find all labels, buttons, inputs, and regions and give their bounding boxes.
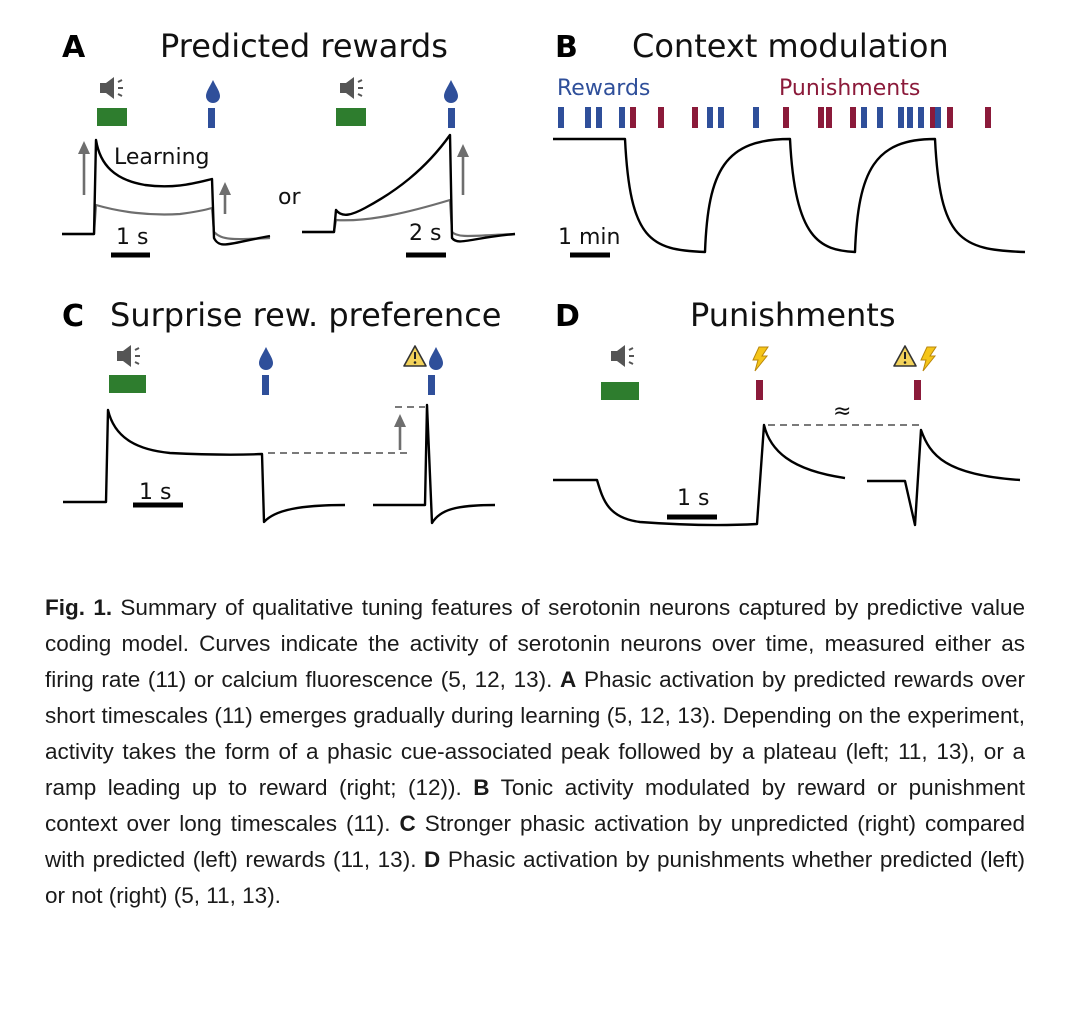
caption-d-label: D [424,847,441,872]
reward-tick [877,107,883,128]
learning-label: Learning [114,145,210,170]
panel-d-title: Punishments [690,296,896,334]
water-drop-icon [259,347,273,370]
event-ticks [558,107,991,128]
lightning-icon [920,346,937,372]
punishments-label: Punishments [779,76,920,101]
speaker-icon [116,344,141,368]
or-label: or [278,185,301,210]
unpredicted-punishment-trace [867,428,1021,527]
water-drop-icon [429,347,443,370]
water-drop-icon [206,80,220,103]
reward-tick [428,375,435,395]
reward-tick [262,375,269,395]
speaker-icon [610,344,635,368]
reward-tick [619,107,625,128]
caption-b-text: Tonic activity modulated by reward or pu… [45,775,1025,836]
speaker-icon [339,76,364,100]
reward-tick [898,107,904,128]
context-trace [553,137,1026,254]
panel-a-title: Predicted rewards [160,27,448,65]
caption-b-label: B [473,775,490,800]
reward-tick [935,107,941,128]
reward-tick [448,108,455,128]
reward-tick [707,107,713,128]
scale-label: 1 s [139,480,171,505]
punishment-tick [947,107,953,128]
warning-icon [403,345,427,367]
punishment-tick [850,107,856,128]
panel-b: B Context modulation Rewards Punishments… [553,27,1026,258]
cue-bar [109,375,146,393]
trace-learned [302,133,516,243]
punishment-tick [783,107,789,128]
punishment-tick [826,107,832,128]
cue-bar [97,108,127,126]
up-arrow-head [394,414,406,427]
panel-c-title: Surprise rew. preference [110,296,501,334]
punishment-tick [930,107,936,128]
caption-fig-label: Fig. 1. [45,595,113,620]
approx-symbol: ≈ [833,399,851,424]
reward-tick [208,108,215,128]
caption-intro: Summary of qualitative tuning features o… [45,595,1025,692]
speaker-icon [99,76,124,100]
caption-c-text: Stronger phasic activation by unpredicte… [45,811,1026,872]
panel-a: A Predicted rewards Learning 1 s or 2 s [62,27,516,258]
reward-tick [907,107,913,128]
reward-tick [596,107,602,128]
scale-label: 2 s [409,221,441,246]
panel-c-letter: C [62,299,84,334]
panel-d-letter: D [555,299,580,334]
trace-learned [62,138,271,246]
reward-tick [558,107,564,128]
figure-panels: A Predicted rewards Learning 1 s or 2 s … [62,27,1026,527]
punishment-tick [914,380,921,400]
panel-a-letter: A [62,30,86,65]
figure-caption: Fig. 1. Summary of qualitative tuning fe… [45,590,1025,914]
reward-tick [861,107,867,128]
caption-c-label: C [399,811,416,836]
up-arrow-head [78,141,90,154]
up-arrow-head [457,144,469,157]
panel-b-title: Context modulation [632,27,949,65]
reward-tick [718,107,724,128]
reward-tick [918,107,924,128]
panel-c: C Surprise rew. preference 1 s [62,296,501,525]
punishment-tick [630,107,636,128]
scale-label: 1 s [116,225,148,250]
predicted-trace [63,408,346,524]
warning-icon [893,345,917,367]
panel-d: D Punishments ≈ 1 s [553,296,1021,527]
unpredicted-trace [373,403,496,525]
punishment-tick [692,107,698,128]
trace-early [302,198,516,238]
scale-label: 1 min [558,225,620,250]
predicted-punishment-trace [553,423,846,527]
rewards-label: Rewards [557,76,650,101]
up-arrow-head [219,182,231,195]
cue-bar [336,108,366,126]
reward-tick [585,107,591,128]
punishment-tick [756,380,763,400]
cue-bar [601,382,639,400]
scale-label: 1 s [677,486,709,511]
caption-a-label: A [560,667,577,692]
punishment-tick [818,107,824,128]
lightning-icon [752,346,769,372]
trace-early [62,203,271,241]
punishment-tick [985,107,991,128]
water-drop-icon [444,80,458,103]
panel-b-letter: B [555,30,578,65]
caption-d-text: Phasic activation by punishments whether… [45,847,1025,908]
punishment-tick [658,107,664,128]
reward-tick [753,107,759,128]
caption-a-text: Phasic activation by predicted rewards o… [45,667,1026,800]
